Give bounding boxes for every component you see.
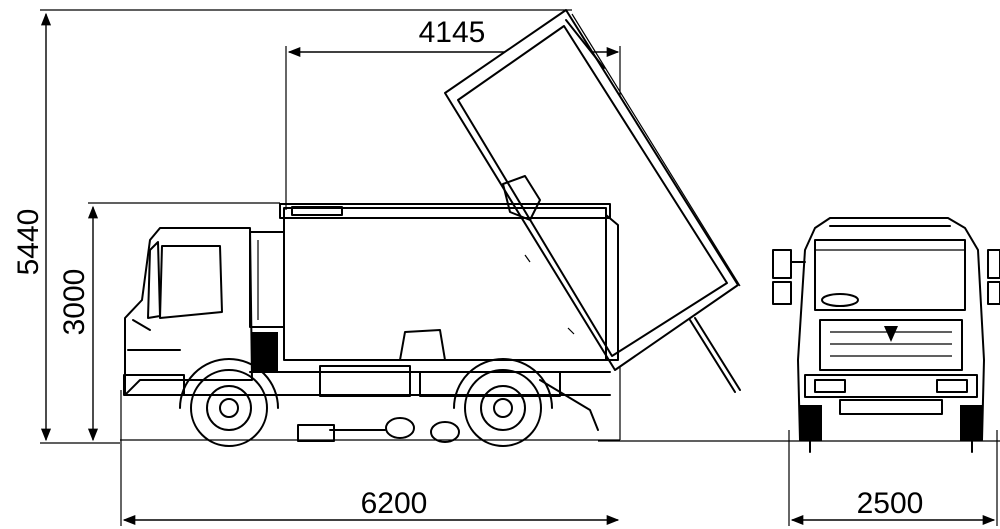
dim-total-height-label: 5440 — [12, 209, 45, 276]
chassis-and-brushes — [179, 329, 611, 443]
front-wheel — [179, 358, 279, 447]
side-view — [123, 9, 741, 447]
dimension-lines — [40, 9, 1000, 526]
front-view — [772, 217, 1000, 453]
truck-cab — [123, 227, 285, 396]
dim-vehicle-length-label: 6200 — [361, 487, 428, 520]
dim-vehicle-height-label: 3000 — [58, 269, 91, 336]
dim-vehicle-width-label: 2500 — [857, 487, 924, 520]
rear-wheel — [453, 358, 553, 447]
tipped-hopper — [444, 9, 741, 393]
dim-hopper-length-label: 4145 — [419, 16, 486, 49]
